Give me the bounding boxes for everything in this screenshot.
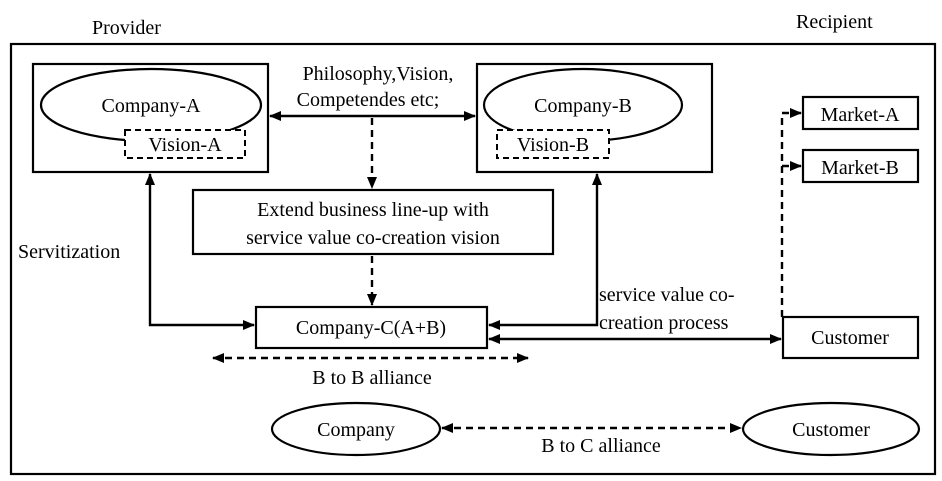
company-ellipse-label: Company bbox=[317, 419, 395, 441]
market-b-box bbox=[801, 148, 920, 184]
servitization-arrow bbox=[145, 173, 255, 330]
servitization-label: Servitization bbox=[18, 241, 120, 263]
market-b-label: Market-B bbox=[821, 157, 899, 179]
svc-label-line2: creation process bbox=[599, 312, 729, 334]
philosophy-label-line2: Competendes etc; bbox=[297, 89, 440, 111]
customer-ellipse bbox=[741, 401, 921, 457]
extend-label-line2: service value co-creation vision bbox=[246, 227, 500, 249]
vision-b-label: Vision-B bbox=[517, 134, 589, 156]
b2c-alliance-label: B to C alliance bbox=[541, 435, 661, 457]
company-b-label: Company-B bbox=[534, 95, 632, 117]
market-a-box bbox=[801, 95, 920, 131]
vision-a-box bbox=[124, 129, 246, 159]
customer-ellipse-label: Customer bbox=[792, 419, 870, 441]
company-c-box bbox=[254, 305, 489, 350]
provider-label: Provider bbox=[92, 17, 161, 39]
b2b-alliance-label: B to B alliance bbox=[312, 367, 432, 389]
philosophy-label-line1: Philosophy,Vision, bbox=[303, 63, 454, 85]
recipient-label: Recipient bbox=[796, 11, 873, 33]
customer-market-a-arrow bbox=[780, 108, 802, 317]
outer-frame bbox=[9, 42, 937, 476]
customer-box bbox=[781, 315, 920, 360]
vision-b-box bbox=[496, 129, 610, 159]
company-a-label: Company-A bbox=[102, 95, 201, 117]
vision-a-label: Vision-A bbox=[148, 134, 222, 156]
extend-label-line1: Extend business line-up with bbox=[257, 199, 489, 221]
svc-label-line1: service value co- bbox=[599, 284, 734, 306]
company-b-to-c-arrow bbox=[488, 173, 602, 330]
market-a-label: Market-A bbox=[821, 104, 900, 126]
company-ellipse bbox=[270, 401, 442, 457]
customer-box-label: Customer bbox=[811, 327, 889, 349]
company-c-label: Company-C(A+B) bbox=[296, 317, 446, 339]
